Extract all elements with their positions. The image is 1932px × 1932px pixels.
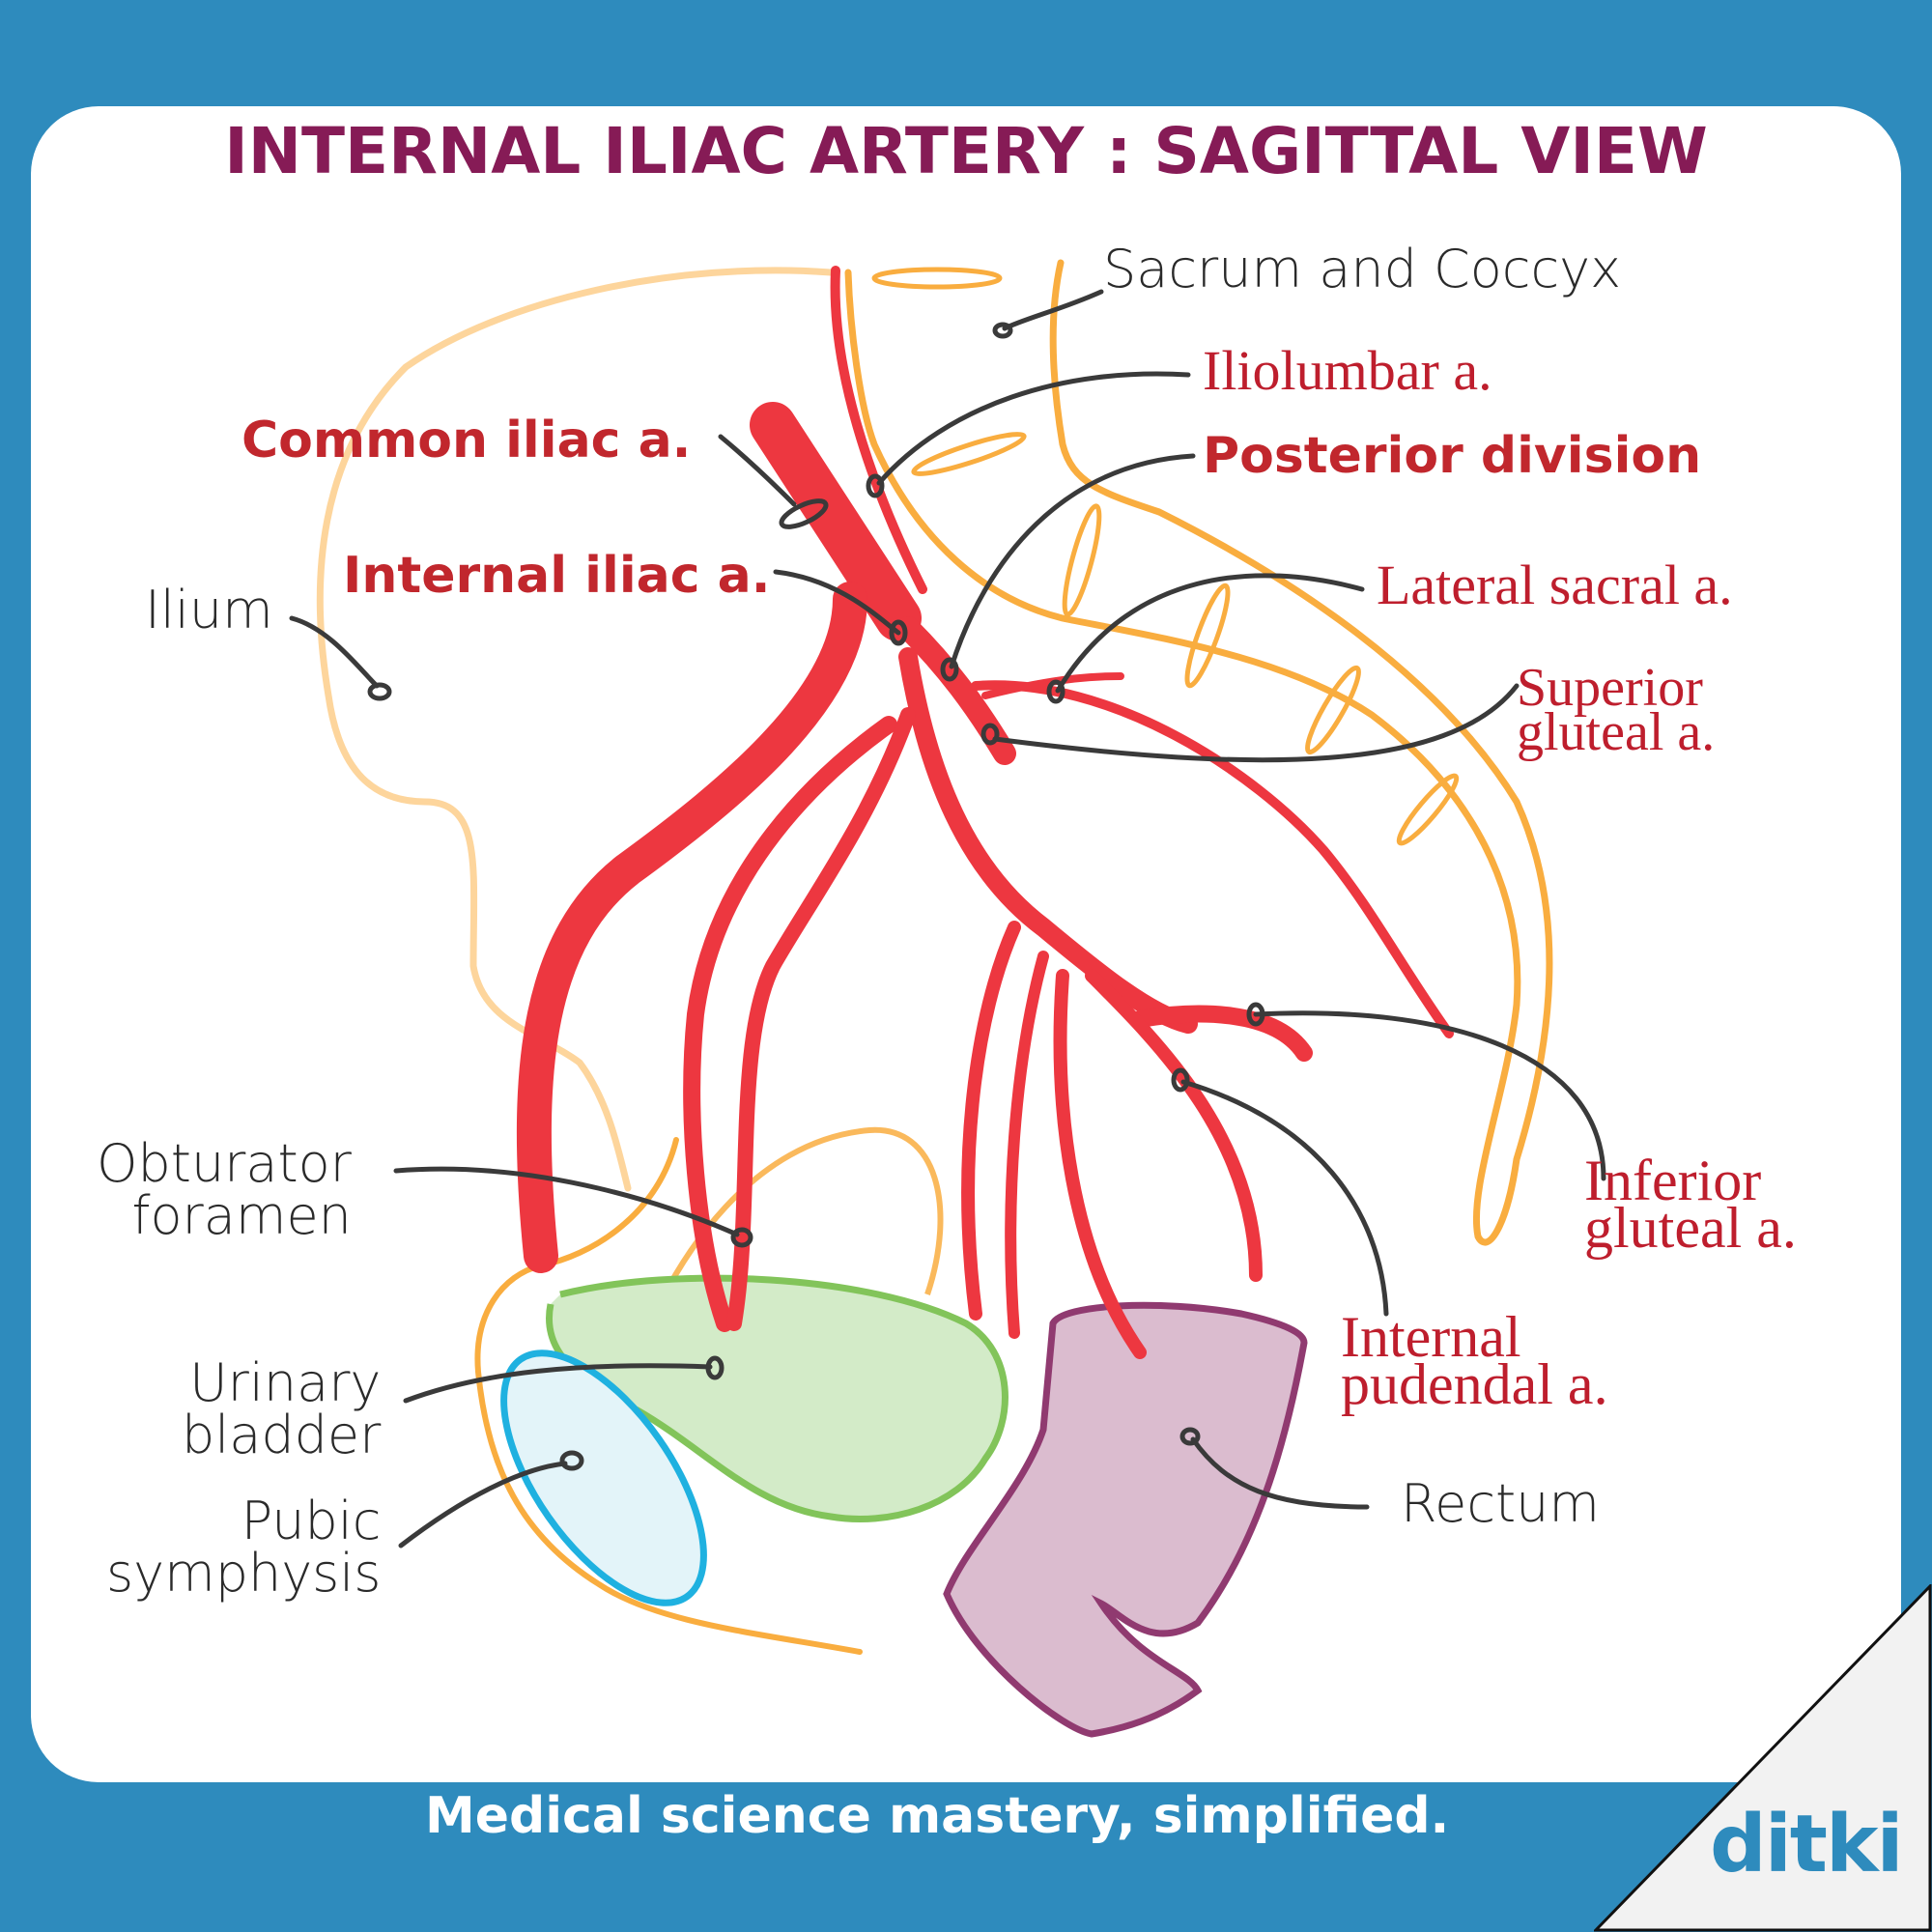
leader-inferior-gluteal [1253,1010,1606,1181]
label-common-iliac-artery: Common iliac a. [242,412,692,469]
label-line: gluteal a. [1517,701,1716,762]
superior-gluteal-artery [971,680,1454,1038]
leader-anchor [866,473,885,498]
external-iliac-branch [516,582,867,1273]
label-line: Obturator [97,1133,352,1194]
leader-anchor [367,682,392,701]
middle-rectal-artery [1053,969,1147,1359]
footer-tagline: Medical science mastery, simplified. [425,1787,1450,1845]
leader-lines [289,289,1606,1548]
sacral-foramen [871,267,1003,290]
leader-ilium [289,615,380,689]
leader-anchor [1246,1002,1265,1027]
label-inferior-gluteal-artery: Inferior gluteal a. [1584,1149,1797,1261]
sacral-foramen [1062,503,1102,617]
leader-sacrum [1002,289,1104,331]
leader-anchor [889,619,908,646]
umbilical-artery [726,707,916,1331]
label-line: Inferior [1584,1149,1762,1212]
leader-urinary [403,1363,713,1404]
label-line: symphysis [106,1543,382,1604]
pubic-bone-outline [474,1137,863,1655]
label-line: foramen [131,1185,352,1246]
sacral-foramen [1396,773,1460,846]
leader-pubic [398,1461,568,1548]
leader-anchor [730,1227,753,1248]
label-internal-pudendal-artery: Internal pudendal a. [1341,1305,1608,1417]
obturator-artery [683,716,897,1332]
leader-anchor [705,1355,724,1380]
leader-posterior [949,453,1196,669]
label-ilium: Ilium [145,580,273,640]
label-pubic-symphysis: Pubic symphysis [106,1495,381,1600]
label-posterior-division: Posterior division [1203,427,1702,485]
internal-pudendal-artery [1085,969,1263,1282]
label-rectum: Rectum [1401,1473,1601,1534]
leader-internal-pudendal [1180,1079,1389,1317]
leader-anchor [992,322,1013,339]
sacral-foramen [1305,665,1361,755]
label-line: Internal [1341,1305,1521,1369]
leader-anchor [940,657,959,682]
sacrum-outline [844,259,1553,1246]
leader-anchor [1179,1427,1201,1446]
ditki-logo[interactable]: ditki [1710,1799,1904,1890]
label-line: Pubic [241,1491,382,1551]
lateral-sacral-artery [981,672,1124,699]
leader-anchor [1171,1067,1190,1093]
label-line: gluteal a. [1584,1196,1797,1261]
label-line: bladder [182,1405,382,1465]
vesical-artery [961,921,1021,1321]
leader-lateral-sacral [1055,573,1365,694]
vesical-artery [1005,951,1049,1339]
content-card [31,106,1901,1782]
label-line: pudendal a. [1341,1352,1608,1417]
leader-obturator [393,1166,740,1237]
leader-iliolumbar [876,371,1191,486]
logo-corner [1594,1584,1932,1932]
obturator-outline [639,1126,944,1345]
leader-rectum [1190,1436,1370,1510]
anterior-division [898,647,1198,1034]
label-sacrum-coccyx: Sacrum and Coccyx [1103,239,1622,299]
iliolumbar-artery [830,266,927,594]
leader-anchor [779,498,829,529]
sacral-foramen [1184,582,1231,689]
label-line: Superior [1517,658,1703,718]
label-lateral-sacral-artery: Lateral sacral a. [1377,554,1733,616]
arteries [516,266,1454,1359]
leader-anchor [559,1450,584,1471]
label-urinary-bladder: Urinary bladder [182,1357,381,1462]
label-iliolumbar-artery: Iliolumbar a. [1203,339,1492,402]
leader-anchor [1046,679,1065,704]
common-iliac-artery [750,402,922,641]
inferior-gluteal-artery [1131,1005,1313,1062]
sacral-foramen [911,432,1027,476]
page-title: INTERNAL ILIAC ARTERY : SAGITTAL VIEW [224,114,1708,188]
leader-common-iliac [718,434,797,507]
rectum [943,1301,1308,1738]
label-line: Urinary [189,1352,382,1413]
leader-anchor [980,723,1000,746]
label-superior-gluteal-artery: Superior gluteal a. [1517,658,1716,762]
leader-superior-gluteal [992,683,1520,763]
label-obturator-foramen: Obturator foramen [97,1138,352,1242]
label-internal-iliac-artery: Internal iliac a. [343,547,771,605]
pubic-symphysis [500,1350,707,1606]
